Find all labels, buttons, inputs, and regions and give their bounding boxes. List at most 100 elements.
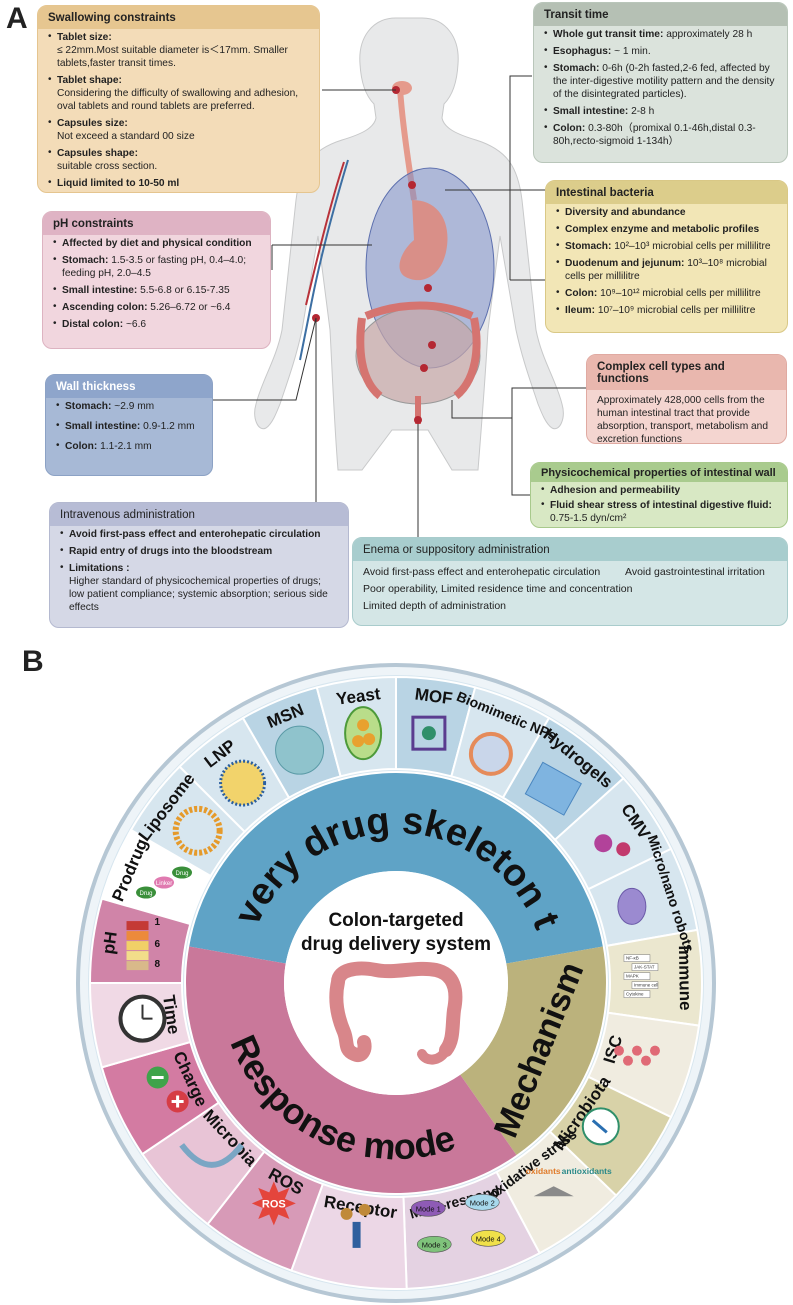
pathway-node bbox=[623, 954, 651, 962]
ph-scale-label: 6 bbox=[155, 939, 161, 950]
pathway-label: Cytokine bbox=[626, 992, 644, 997]
list-item: Small intestine: 5.5-6.8 or 6.15-7.35 bbox=[53, 284, 260, 297]
item-label: Diversity and abundance bbox=[565, 207, 686, 218]
item-label: Rapid entry of drugs into the bloodstrea… bbox=[69, 546, 273, 558]
list-item: Esophagus: ~ 1 min. bbox=[544, 45, 777, 58]
item-label: Tablet shape: bbox=[57, 75, 122, 87]
item-text: ≤ 22mm.Most suitable diameter is＜17mm. S… bbox=[57, 45, 288, 70]
item-text: Higher standard of physicochemical prope… bbox=[69, 576, 328, 614]
enema-item: Avoid first-pass effect and enterohepati… bbox=[363, 566, 601, 578]
msn-icon bbox=[275, 725, 325, 775]
item-label: Ascending colon: bbox=[62, 302, 148, 314]
list-item: Colon: 0.3-80h（promixal 0.1-46h,distal 0… bbox=[544, 122, 777, 148]
list-item: Whole gut transit time: approximately 28… bbox=[544, 28, 777, 41]
center-title-line1: Colon-targeted bbox=[328, 910, 463, 931]
box-title: pH constraints bbox=[43, 212, 270, 235]
box-title: Wall thickness bbox=[46, 375, 212, 398]
enema-item: Limited depth of administration bbox=[363, 600, 506, 612]
item-label: Liquid limited to 10-50 ml bbox=[57, 178, 180, 190]
pathway-label: NF-κB bbox=[626, 956, 639, 961]
isc-cell-icon bbox=[640, 1055, 651, 1066]
item-text: 1.1-2.1 mm bbox=[97, 441, 152, 453]
isc-cell-icon bbox=[649, 1045, 660, 1056]
mode-label: Mode 1 bbox=[416, 1204, 441, 1213]
item-text: suitable cross section. bbox=[57, 161, 158, 173]
list-item: Complex enzyme and metabolic profiles bbox=[556, 223, 777, 236]
ros-burst-icon bbox=[251, 1181, 296, 1226]
item-text: Not exceed a standard 00 size bbox=[57, 131, 195, 143]
list-item: Liquid limited to 10-50 ml bbox=[48, 177, 309, 190]
ring-label: Immune bbox=[675, 945, 695, 1011]
box-title: Physicochemical properties of intestinal… bbox=[531, 463, 787, 482]
mof-icon bbox=[411, 715, 447, 751]
pathway-label: Immune cell bbox=[634, 983, 658, 988]
item-text: ~ 1 min. bbox=[611, 46, 651, 58]
enema-box: Enema or suppository administration Avoi… bbox=[352, 537, 788, 626]
mode-label: Mode 4 bbox=[476, 1234, 501, 1243]
item-label: Duodenum and jejunum: bbox=[565, 258, 685, 270]
colon-outline bbox=[356, 301, 481, 400]
list-item: Limitations :Higher standard of physicoc… bbox=[60, 562, 338, 614]
marker-dot bbox=[420, 364, 428, 372]
item-label: Stomach: bbox=[565, 241, 612, 253]
marker-dot bbox=[408, 181, 416, 189]
list-item: Stomach: ~2.9 mm bbox=[56, 400, 202, 413]
vein-red bbox=[305, 161, 345, 306]
ligand-icon bbox=[358, 1203, 371, 1216]
isc-cell-icon bbox=[631, 1045, 642, 1056]
swallowing-constraints-box: Swallowing constraints Tablet size: ≤ 22m… bbox=[37, 5, 320, 193]
pathway-node bbox=[631, 981, 659, 989]
physicochemical-box: Physicochemical properties of intestinal… bbox=[530, 462, 788, 528]
balance-icon bbox=[533, 1186, 574, 1197]
ph-scale-bar bbox=[126, 941, 149, 951]
mode-bubble bbox=[416, 1235, 452, 1253]
sector-mechanism bbox=[460, 946, 606, 1156]
ph-scale-label: 1 bbox=[155, 917, 161, 928]
box-title: Swallowing constraints bbox=[38, 6, 319, 29]
list-item: Diversity and abundance bbox=[556, 206, 777, 219]
prodrug-label: Drug bbox=[140, 891, 153, 897]
item-text: Considering the difficulty of swallowing… bbox=[57, 88, 299, 113]
item-label: Adhesion and permeability bbox=[550, 485, 681, 496]
list-item: Capsules size:Not exceed a standard 00 s… bbox=[48, 117, 309, 143]
center-circle bbox=[284, 871, 508, 1095]
item-label: Esophagus: bbox=[553, 46, 612, 58]
isc-cell-icon bbox=[613, 1045, 624, 1056]
pathway-label: MAPK bbox=[626, 974, 639, 979]
item-text: 10⁹–10¹² microbial cells per millilitre bbox=[597, 288, 761, 300]
prodrug-part bbox=[172, 866, 193, 879]
list-item: Distal colon: ~6.6 bbox=[53, 318, 260, 331]
item-text: 5.26–6.72 or ~6.4 bbox=[147, 302, 231, 314]
item-label: Small intestine: bbox=[553, 106, 629, 118]
item-label: Tablet size: bbox=[57, 32, 112, 43]
list-item: Capsules shape:suitable cross section. bbox=[48, 147, 309, 173]
receptor-icon bbox=[352, 1221, 361, 1248]
list-item: Stomach: 1.5-3.5 or fasting pH, 0.4–4.0;… bbox=[53, 254, 260, 280]
panel-b-label: B bbox=[22, 645, 44, 678]
item-label: Whole gut transit time: bbox=[553, 29, 664, 40]
lnp-icon bbox=[219, 759, 267, 807]
item-text: ~2.9 mm bbox=[111, 401, 155, 412]
wall-thickness-box: Wall thickness Stomach: ~2.9 mmSmall int… bbox=[45, 374, 213, 476]
list-item: Ileum: 10⁷–10⁹ microbial cells per milli… bbox=[556, 304, 777, 317]
transit-time-box: Transit time Whole gut transit time: app… bbox=[533, 2, 788, 163]
pathway-node bbox=[623, 972, 651, 980]
pathway-label: JAK-STAT bbox=[634, 965, 655, 970]
stomach bbox=[399, 200, 448, 281]
list-item: Adhesion and permeability bbox=[541, 484, 777, 497]
mode-bubble bbox=[464, 1193, 500, 1211]
list-item: Tablet shape:Considering the difficulty … bbox=[48, 74, 309, 113]
mode-bubble bbox=[470, 1229, 506, 1247]
intestinal-bacteria-box: Intestinal bacteria Diversity and abunda… bbox=[545, 180, 788, 333]
mof-core bbox=[421, 726, 436, 741]
ring-label: MOF bbox=[414, 685, 454, 709]
colon-icon bbox=[329, 961, 463, 1065]
item-label: Stomach: bbox=[553, 63, 600, 75]
hydrogel-icon bbox=[524, 761, 582, 816]
list-item: Duodenum and jejunum: 10³–10⁸ microbial … bbox=[556, 257, 777, 283]
list-item: Tablet size: ≤ 22mm.Most suitable diamete… bbox=[48, 31, 309, 70]
ros-badge: ROS bbox=[262, 1198, 286, 1210]
microbia-icon bbox=[179, 1143, 245, 1168]
center-title-line2: drug delivery system bbox=[301, 934, 491, 955]
